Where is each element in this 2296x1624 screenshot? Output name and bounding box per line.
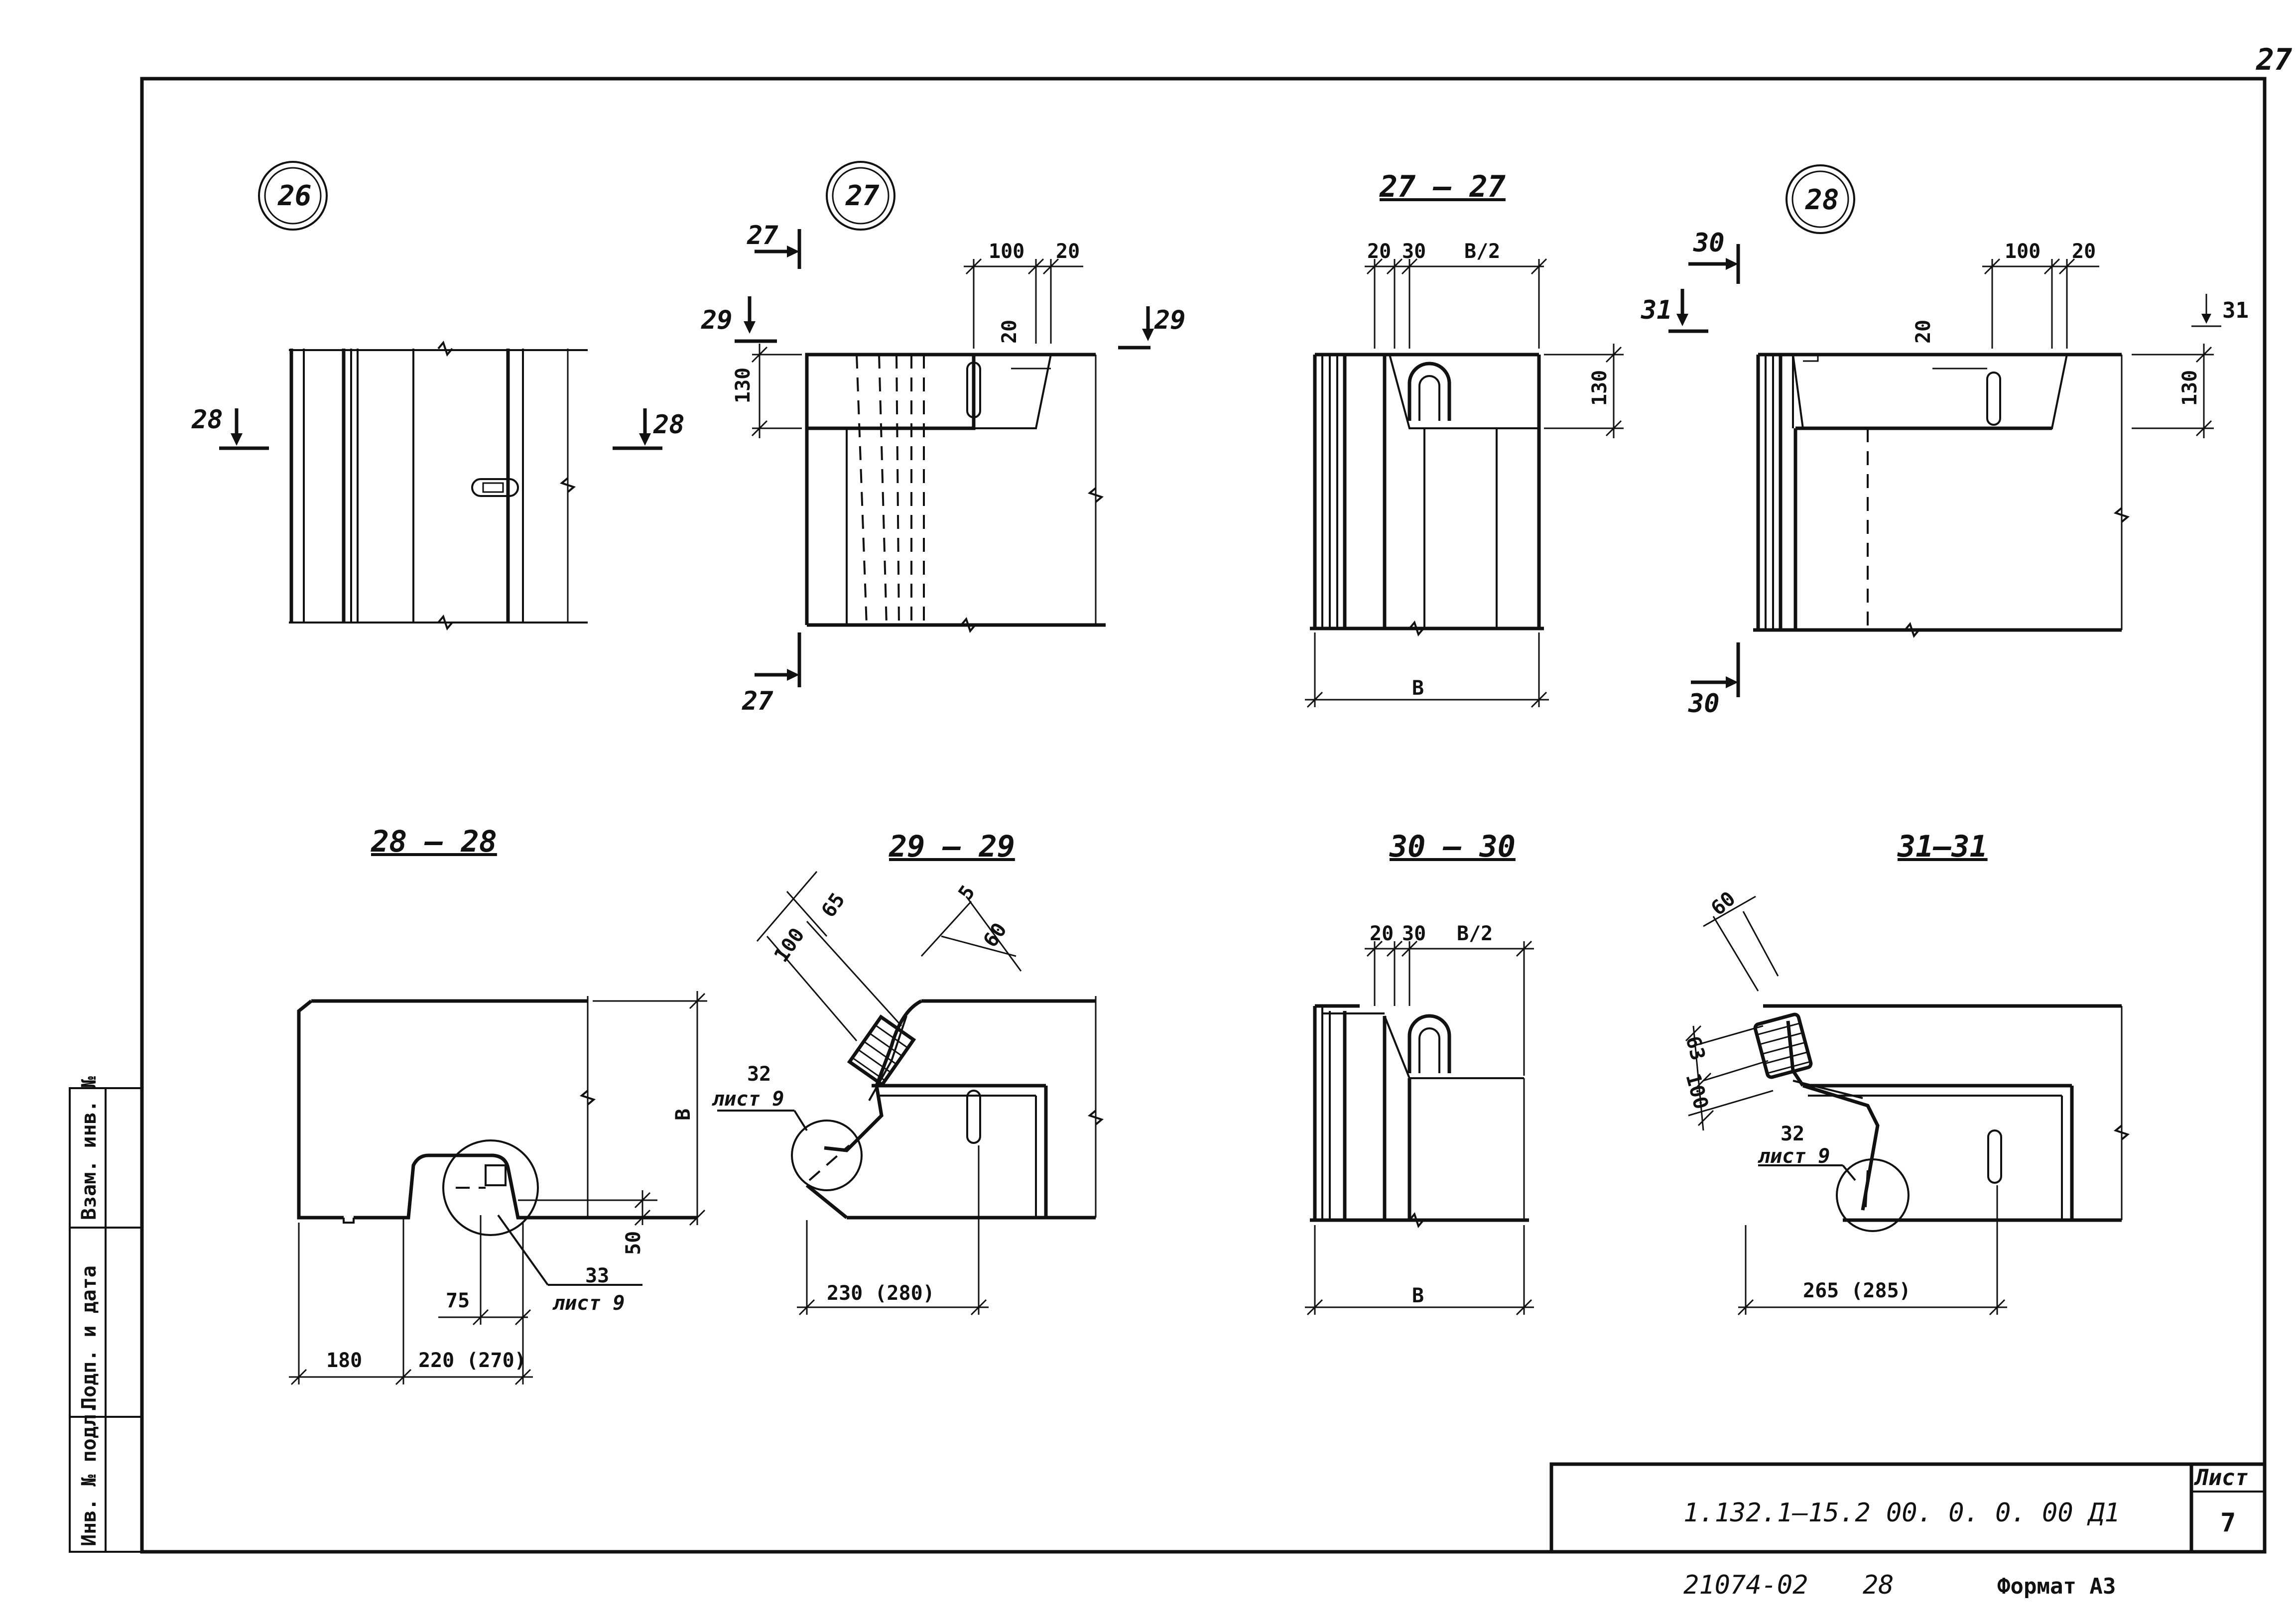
dim-s27-20: 20 (1367, 240, 1391, 263)
detail-28: 28 100 20 20 130 (1641, 164, 2249, 719)
section-31-31: 31—31 32 лист 9 (1681, 829, 2130, 1316)
dim-s27-30: 30 (1402, 240, 1426, 263)
dim-s28-b: B (672, 1109, 695, 1121)
dim-s31-63: 63 (1681, 1034, 1709, 1063)
cut-31-right-label: 31 (2222, 298, 2249, 323)
cut-29-right-label: 29 (1154, 305, 1186, 335)
doc-code: 1.132.1—15.2 00. 0. 0. 00 Д1 (1683, 1498, 2120, 1528)
order-code: 21074-02 (1683, 1570, 1808, 1600)
page-number: 27 (2256, 42, 2292, 77)
detail-26: 26 28 28 (191, 161, 685, 631)
stamp-inv-no: Инв. № подл. (78, 1402, 101, 1546)
detail-marker-27-label: 27 (845, 180, 880, 212)
dim-s28-sheet: лист 9 (552, 1292, 625, 1315)
cut-27-bottom-label: 27 (742, 686, 773, 716)
dim-27-20b: 20 (998, 320, 1021, 344)
section-31-title: 31—31 (1897, 829, 1988, 864)
detail-marker-26 (258, 161, 328, 231)
detail-27: 27 130 100 20 20 (701, 161, 1186, 716)
cut-27-top-label: 27 (747, 221, 778, 250)
dim-s28-220: 220 (270) (418, 1349, 526, 1372)
sheet-label: Лист (2194, 1465, 2248, 1491)
dim-s28-180: 180 (326, 1349, 362, 1372)
dim-s31-265: 265 (285) (1803, 1279, 1911, 1302)
detail-marker-28 (1786, 164, 1855, 234)
dim-s31-sheet: лист 9 (1758, 1145, 1830, 1168)
dim-s30-20: 20 (1370, 922, 1394, 945)
copy-number: 28 (1863, 1570, 1894, 1600)
dim-27-20a: 20 (1056, 240, 1080, 263)
cut-30-top-label: 30 (1693, 228, 1725, 258)
dim-s29-230: 230 (280) (827, 1282, 935, 1305)
cut-30-bottom-label: 30 (1688, 689, 1720, 719)
section-30-title: 30 — 30 (1389, 829, 1516, 864)
dim-s30-b: B (1412, 1284, 1424, 1307)
dim-s30-30: 30 (1402, 922, 1426, 945)
dim-28-20a: 20 (2072, 240, 2096, 263)
section-29-title: 29 — 29 (889, 829, 1015, 864)
dim-27-130: 130 (732, 368, 755, 403)
dim-s28-75: 75 (446, 1289, 470, 1312)
dim-s28-50: 50 (622, 1231, 645, 1255)
detail-marker-26-label: 26 (277, 180, 311, 212)
dim-28-100: 100 (2005, 240, 2041, 263)
cut-31-left-label: 31 (1641, 295, 1672, 325)
section-28-title: 28 — 28 (371, 824, 497, 859)
dim-s29-65: 65 (817, 889, 850, 922)
dim-s27-b: B (1412, 677, 1424, 700)
sheet-number: 7 (2220, 1508, 2236, 1538)
dim-s31-60: 60 (1707, 887, 1740, 920)
dim-27-100: 100 (989, 240, 1024, 263)
section-28-28: 28 — 28 33 лист 9 B 50 (289, 824, 707, 1385)
dim-s29-32: 32 (747, 1063, 771, 1086)
section-29-29: 29 — 29 32 лист 9 (712, 829, 1104, 1316)
dim-28-20b: 20 (1912, 320, 1935, 344)
section-27-title: 27 — 27 (1379, 169, 1506, 204)
section-27-27: 27 — 27 20 30 B/2 130 (1305, 169, 1624, 708)
section-30-30: 30 — 30 20 30 B/2 B (1305, 829, 1534, 1316)
stamp-sign-date: Подп. и дата (78, 1265, 101, 1409)
dim-s28-33: 33 (585, 1264, 609, 1287)
cut-29-left-label: 29 (701, 305, 733, 335)
detail-marker-28-label: 28 (1805, 184, 1839, 216)
dim-s30-b2: B/2 (1457, 922, 1493, 945)
side-stamp: Инв. № подл. Подп. и дата Взам. инв. № (69, 1076, 143, 1553)
dim-s31-32: 32 (1781, 1123, 1804, 1145)
drawing-frame (140, 77, 2267, 1554)
title-block: 1.132.1—15.2 00. 0. 0. 00 Д1 Лист 7 (1549, 1462, 2267, 1554)
dim-s29-100: 100 (770, 924, 809, 967)
dim-s27-b2: B/2 (1464, 240, 1500, 263)
dim-s29-5: 5 (954, 881, 980, 904)
dim-s29-sheet: лист 9 (712, 1088, 784, 1111)
dim-s27-130: 130 (1588, 370, 1611, 406)
cut-28-right-label: 28 (653, 410, 685, 440)
dim-s29-60: 60 (979, 919, 1012, 952)
dim-28-130: 130 (2178, 370, 2201, 406)
format-label: Формат А3 (1997, 1574, 2116, 1599)
cut-28-left-label: 28 (191, 405, 223, 435)
detail-marker-27 (826, 161, 895, 231)
stamp-replaced-inv: Взам. инв. № (78, 1076, 101, 1220)
